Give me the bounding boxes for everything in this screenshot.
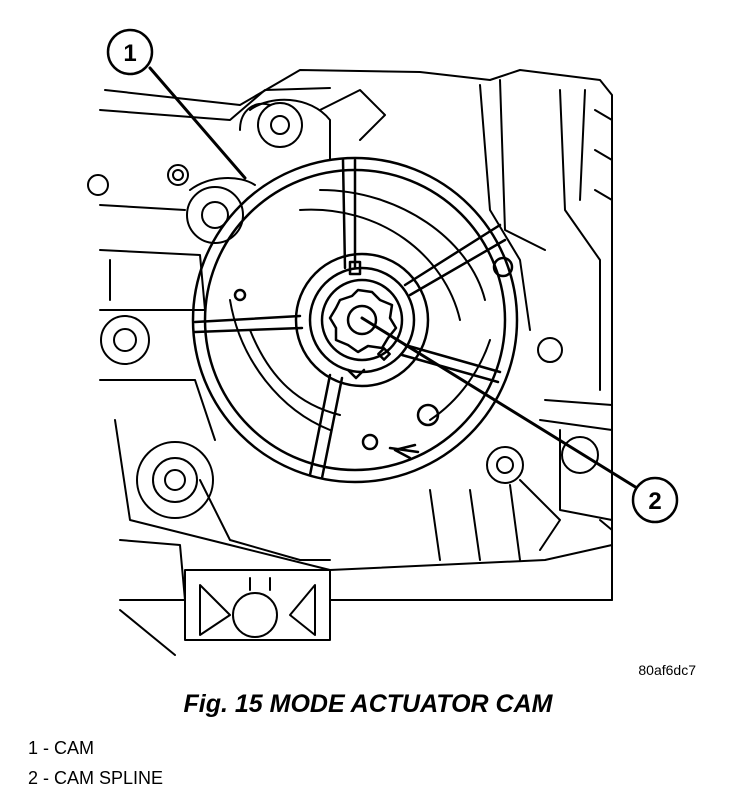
cam-hub xyxy=(294,252,430,388)
callout-1-number: 1 xyxy=(123,40,136,67)
leader-lines xyxy=(148,66,639,490)
callout-2 xyxy=(631,476,679,524)
legend-item-cam: 1 - CAM xyxy=(28,738,95,758)
callout-1 xyxy=(106,28,154,76)
cam-wheel xyxy=(191,156,519,484)
legend-item-cam-spline: 2 - CAM SPLINE xyxy=(28,768,164,788)
callout-2-number: 2 xyxy=(648,488,661,515)
cam-spline xyxy=(328,288,398,361)
legend: 1 - CAM 2 - CAM SPLINE xyxy=(28,736,163,796)
mode-actuator-cam-illustration: 1 2 xyxy=(87,28,679,656)
actuator-housing xyxy=(99,69,613,656)
figure-caption: Fig. 15 MODE ACTUATOR CAM xyxy=(183,690,553,718)
mounting-bosses xyxy=(87,102,599,638)
image-code: 80af6dc7 xyxy=(638,662,696,678)
